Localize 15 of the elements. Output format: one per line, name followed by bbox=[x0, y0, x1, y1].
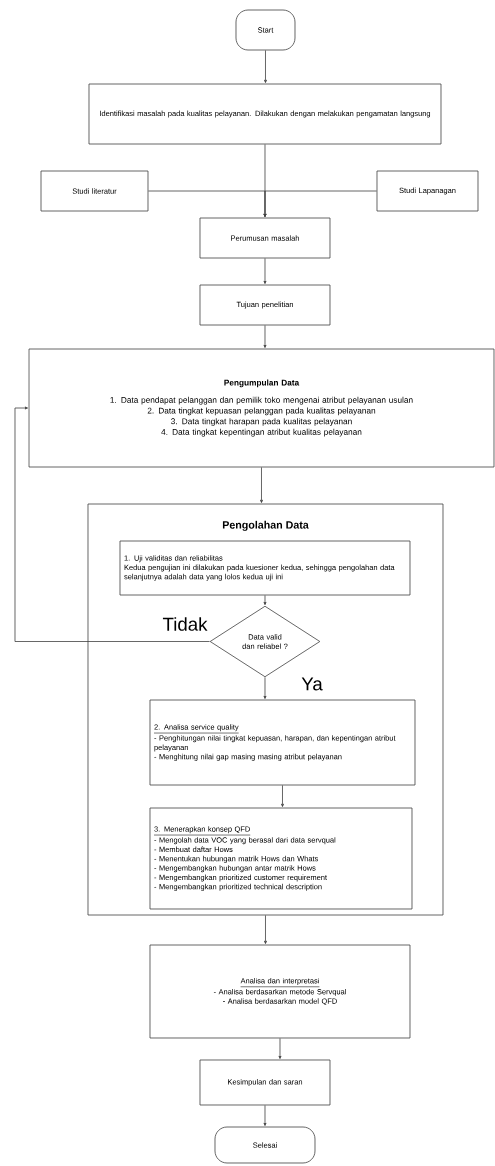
process-box: Pengumpulan Data 1. Data pendapat pelanggan dan pemilik toko mengenai atribut pelayanan usulan 2. Data tingkat kepuasan pelanggan pada kualitas pelayanan 3. Data tingkat harapan pada kualitas pelayanan 4. Data tingkat kepentingan atribut kualitas pelayanan bbox=[28, 348, 495, 468]
arrow bbox=[263, 676, 267, 699]
arrow bbox=[14, 406, 210, 642]
arrow bbox=[263, 595, 267, 606]
arrow bbox=[260, 467, 263, 503]
arrow bbox=[263, 190, 377, 217]
arrow bbox=[278, 1038, 282, 1059]
arrow bbox=[281, 785, 284, 807]
arrow bbox=[263, 325, 267, 348]
arrow bbox=[263, 1105, 267, 1126]
arrow bbox=[264, 50, 267, 83]
edge-label: Tidak bbox=[161, 615, 209, 633]
arrow bbox=[264, 915, 267, 944]
edge-label: Ya bbox=[299, 676, 325, 692]
arrow bbox=[263, 258, 267, 284]
